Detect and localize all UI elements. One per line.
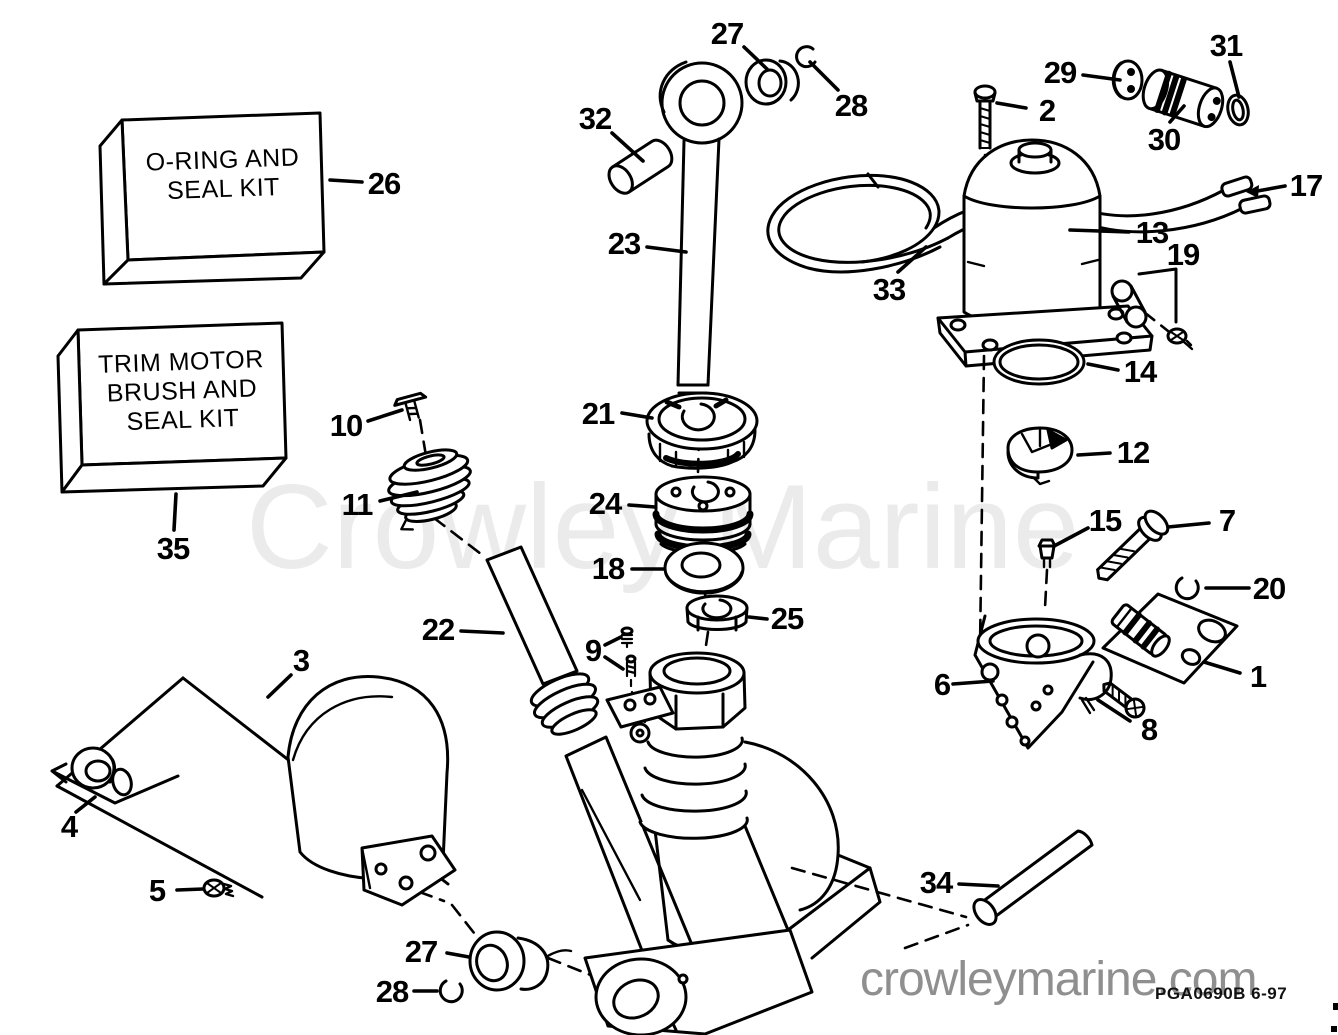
- callout-28-bottom: 28: [375, 974, 409, 1009]
- callout-33: 33: [872, 272, 906, 307]
- callout-11: 11: [341, 487, 374, 522]
- washer-18: [663, 541, 745, 595]
- valve-kit-1: [1101, 592, 1239, 685]
- callout-20: 20: [1252, 571, 1286, 606]
- callout-31: 31: [1209, 28, 1243, 63]
- pivot-pin-32: [607, 138, 674, 195]
- callout-24: 24: [588, 486, 622, 521]
- fill-plug-11: [387, 448, 472, 531]
- callout-15: 15: [1088, 503, 1122, 538]
- callout-25: 25: [770, 601, 804, 636]
- trim-motor: [936, 138, 1154, 368]
- callout-26: 26: [367, 166, 401, 201]
- callout-6: 6: [933, 667, 951, 702]
- pump-cover-12: [1006, 426, 1074, 486]
- callout-17: 17: [1289, 168, 1323, 203]
- pivot-pin-34: [972, 829, 1094, 926]
- reservoir-tank: [286, 674, 457, 907]
- trim-motor-kit-label: TRIM MOTOR BRUSH AND SEAL KIT: [81, 345, 284, 439]
- callout-8: 8: [1140, 712, 1158, 747]
- ground-link-19: [1110, 267, 1194, 351]
- callout-27-bottom: 27: [404, 934, 438, 969]
- bolt-7: [1096, 509, 1170, 582]
- cylinder-housing: [564, 651, 882, 1035]
- callout-12: 12: [1116, 435, 1150, 470]
- callout-19: 19: [1166, 237, 1200, 272]
- watermark-text: Crowley Marine: [246, 460, 1080, 594]
- bushing-4: [50, 746, 180, 805]
- callout-14: 14: [1123, 354, 1157, 389]
- edge-artifact-mark: [1333, 1003, 1338, 1010]
- callout-1: 1: [1249, 659, 1267, 694]
- lock-nut-25: [685, 594, 749, 632]
- bushing-27-bottom: [468, 930, 573, 992]
- arrowhead-17: [1246, 185, 1259, 198]
- cylinder-cap-21: [645, 391, 759, 470]
- callout-28-top: 28: [834, 88, 868, 123]
- screw-8: [1102, 681, 1146, 719]
- end-cap-29: [1111, 59, 1144, 101]
- callout-10: 10: [329, 408, 363, 443]
- screw-2: [973, 84, 997, 150]
- callout-18: 18: [591, 551, 625, 586]
- callout-7: 7: [1218, 503, 1236, 538]
- cylinder-tube-22: [485, 545, 600, 736]
- callout-35: 35: [156, 531, 190, 566]
- callout-2: 2: [1038, 93, 1056, 128]
- valve-10: [393, 391, 428, 422]
- callout-34: 34: [919, 865, 953, 900]
- edge-artifact-mark: [1331, 1026, 1337, 1032]
- retaining-clip-28-bottom: [438, 979, 464, 1004]
- oring-seal-kit-box: [98, 111, 326, 286]
- callout-4: 4: [60, 809, 78, 844]
- leader-lines: [74, 45, 1287, 993]
- callout-30: 30: [1147, 122, 1181, 157]
- screw-5: [202, 878, 235, 898]
- callout-23: 23: [607, 226, 641, 261]
- callout-21: 21: [581, 396, 615, 431]
- callout-29: 29: [1043, 55, 1077, 90]
- o-ring-31: [1226, 93, 1250, 127]
- trim-motor-kit-box: [56, 321, 288, 494]
- callout-27-top: 27: [710, 16, 744, 51]
- pump-manifold-6: [973, 614, 1113, 750]
- oring-seal-kit-label: O-RING AND SEAL KIT: [125, 143, 321, 208]
- callout-13: 13: [1135, 215, 1169, 250]
- bushing-27-top: [744, 58, 800, 106]
- valve-15: [1037, 538, 1057, 569]
- callout-32: 32: [578, 101, 612, 136]
- callout-3: 3: [292, 643, 310, 678]
- brush-assembly-30: [1141, 68, 1225, 129]
- drawing-code: PGA0690B 6-97: [1155, 984, 1288, 1003]
- tilt-rod: [658, 60, 744, 432]
- retaining-clip-20: [1174, 576, 1200, 601]
- o-ring-14: [992, 338, 1086, 386]
- retaining-clip-28-top: [795, 45, 817, 69]
- callout-9: 9: [584, 633, 602, 668]
- site-watermark: crowleymarine.com: [860, 953, 1257, 1006]
- callout-22: 22: [421, 612, 455, 647]
- callout-5: 5: [148, 873, 166, 908]
